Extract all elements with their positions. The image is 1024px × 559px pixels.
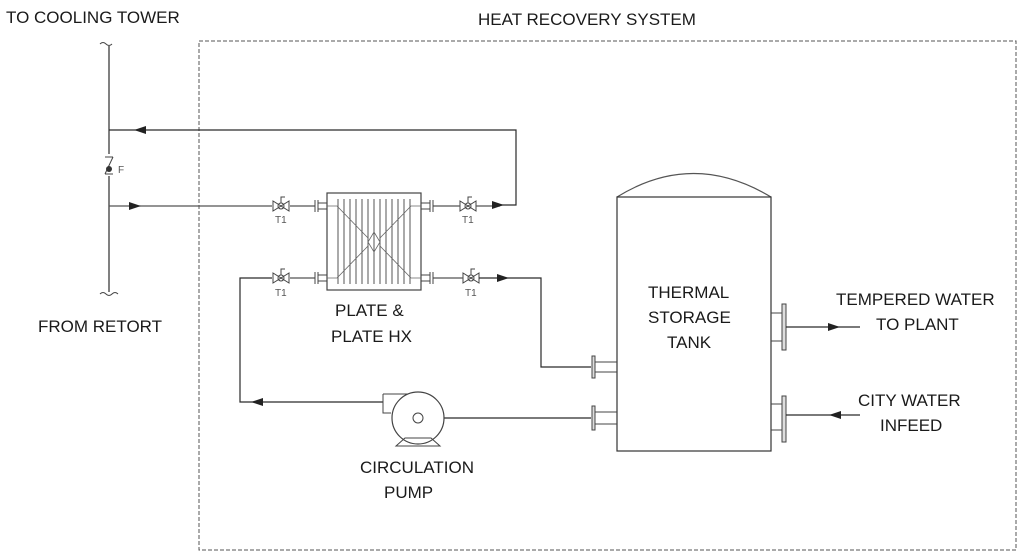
label-from-retort: FROM RETORT bbox=[38, 317, 162, 336]
valve-tag: T1 bbox=[275, 215, 287, 226]
city-water-pipe bbox=[786, 411, 860, 419]
pump-label-line1: CIRCULATION bbox=[360, 458, 474, 477]
label-system-boundary: HEAT RECOVERY SYSTEM bbox=[478, 10, 696, 29]
city-water-label-line1: CITY WATER bbox=[858, 391, 961, 410]
tempered-water-label-line1: TEMPERED WATER bbox=[836, 290, 995, 309]
hot-return-pipe bbox=[109, 126, 517, 206]
valve-hx-cold-out[interactable]: T1 bbox=[462, 268, 480, 299]
thermal-storage-tank[interactable] bbox=[616, 172, 772, 452]
flow-arrow-icon bbox=[828, 323, 840, 331]
label-to-cooling-tower: TO COOLING TOWER bbox=[6, 8, 180, 27]
flow-arrow-icon bbox=[129, 202, 141, 210]
tank-label-line1: THERMAL bbox=[648, 283, 729, 302]
pump-label-line2: PUMP bbox=[384, 483, 433, 502]
tank-nozzle-pump-suction bbox=[591, 405, 617, 431]
flow-arrow-icon bbox=[492, 201, 504, 209]
tank-to-pump-pipe bbox=[424, 414, 591, 422]
tank-label-line3: TANK bbox=[667, 333, 712, 352]
city-water-label-line2: INFEED bbox=[880, 416, 942, 435]
flow-arrow-icon bbox=[497, 274, 509, 282]
valve-tag: T1 bbox=[462, 215, 474, 226]
main-process-line bbox=[99, 42, 119, 296]
flow-arrow-icon bbox=[251, 398, 263, 406]
main-valve-tag: F bbox=[118, 165, 124, 176]
valve-hx-hot-out[interactable]: T1 bbox=[459, 196, 477, 226]
valve-tag: T1 bbox=[275, 288, 287, 299]
tank-nozzle-tempered-out bbox=[771, 303, 787, 351]
hx-label-line2: PLATE HX bbox=[331, 327, 412, 346]
system-boundary bbox=[198, 40, 1017, 551]
tank-nozzle-city-in bbox=[771, 395, 787, 443]
tempered-water-pipe bbox=[786, 323, 860, 331]
valve-hx-cold-in[interactable]: T1 bbox=[272, 268, 290, 299]
cold-loop-pipe bbox=[239, 277, 383, 406]
hot-supply-pipe bbox=[109, 202, 315, 210]
tank-nozzle-inlet bbox=[591, 355, 617, 379]
hx-to-tank-pipe bbox=[479, 274, 591, 368]
flow-arrow-icon bbox=[829, 411, 841, 419]
tank-label-line2: STORAGE bbox=[648, 308, 731, 327]
main-line-valve[interactable]: F bbox=[104, 156, 124, 176]
valve-tag: T1 bbox=[465, 288, 477, 299]
flow-arrow-icon bbox=[134, 126, 146, 134]
circulation-pump[interactable] bbox=[382, 391, 445, 447]
hx-label-line1: PLATE & bbox=[335, 301, 404, 320]
valve-actuator-icon bbox=[106, 166, 112, 172]
valve-hx-hot-in[interactable]: T1 bbox=[272, 196, 290, 226]
plate-heat-exchanger[interactable] bbox=[314, 192, 434, 291]
tempered-water-label-line2: TO PLANT bbox=[876, 315, 959, 334]
